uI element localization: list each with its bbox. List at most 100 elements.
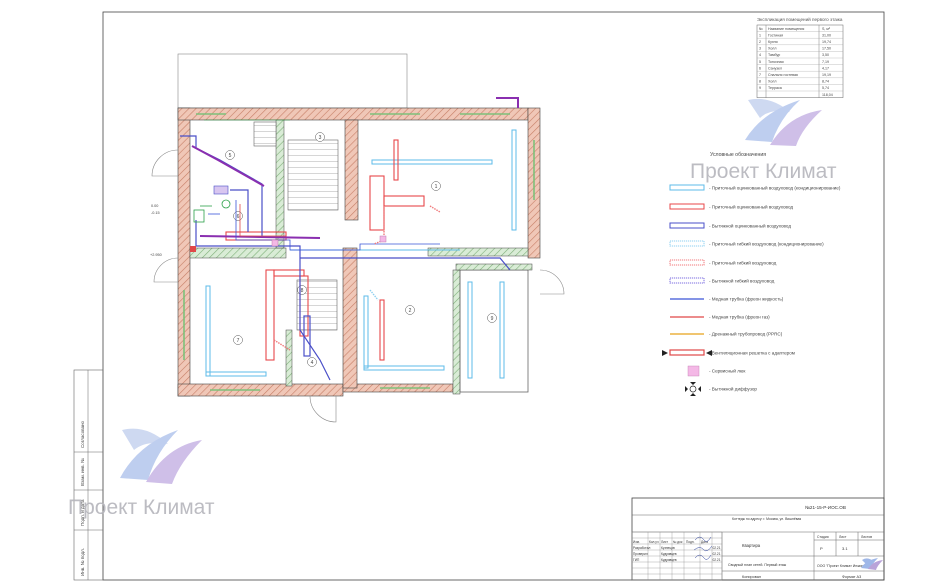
stairs: [287, 139, 339, 211]
room-number-marker: [487, 313, 497, 323]
room-number-marker: [431, 181, 441, 191]
side-stamp-label: Взам. инв. №: [80, 458, 85, 486]
staff-date: 02.21: [713, 552, 721, 556]
legend-label: - Вытяжной гибкий воздуховод: [709, 278, 775, 284]
door-arc: [151, 149, 179, 177]
room-number: 1: [435, 184, 438, 190]
title-block-header: Дата: [701, 540, 708, 544]
stage-header: Стадия: [817, 535, 829, 539]
legend-symbol-diffuser: [685, 382, 701, 396]
stage-value: 3.1: [842, 546, 848, 551]
explication-header: S, м²: [822, 27, 831, 31]
explication-cell: 7,19: [822, 60, 829, 64]
side-stamp-label: Инв. № подл.: [80, 548, 85, 576]
room-number: 7: [237, 338, 240, 344]
explication-cell: 5,74: [822, 86, 829, 90]
room-number: 9: [491, 316, 494, 322]
explication-title: Экспликация помещений первого этажа: [757, 16, 843, 22]
explication-cell: 3,50: [822, 53, 829, 57]
room-number-marker: [233, 335, 243, 345]
staff-name: Кудрявцев: [661, 552, 677, 556]
watermark-bottom: Проект Климат: [68, 428, 215, 519]
side-stamp: Согласовано Взам. инв. № Подп. и дата Ин…: [73, 369, 104, 581]
title-block-header: Кол.уч: [649, 540, 659, 544]
company-name: ООО "Проект Климат Инжиниринг": [817, 564, 875, 568]
explication-cell: 2: [759, 40, 761, 44]
legend-label: - Приточный оцинкованный воздуховод (кон…: [709, 185, 841, 191]
watermark-logo-icon: [745, 98, 822, 146]
room-number-marker: [405, 305, 415, 315]
room-number: 6: [237, 214, 240, 220]
legend-symbol-hatch: [687, 365, 700, 377]
staff-name: Кудрявцев: [661, 558, 677, 562]
explication-cell: 19,19: [822, 73, 831, 77]
explication-cell: 17,50: [822, 47, 831, 51]
explication-cell: Топочная: [768, 60, 784, 64]
object-name: Коттедж по адресу: г. Москва, ул. Вишнёв…: [732, 517, 801, 521]
legend-symbol-flex: [669, 259, 705, 266]
sheet-frame: [102, 11, 885, 581]
room-number: 2: [409, 308, 412, 314]
legend-label: - Вентиляционная решетка с адаптером: [709, 351, 795, 356]
watermark-top: Проект Климат: [690, 98, 837, 183]
floor-plan: 1 2 3 4 5 6 7 8 9: [150, 53, 565, 423]
explication-cell: 3: [759, 47, 761, 51]
room-number-marker: [307, 357, 317, 367]
explication-cell: 8,74: [822, 80, 829, 84]
company-logo-icon: [861, 558, 883, 570]
staff-date: 02.21: [713, 558, 721, 562]
stage-header: Листов: [861, 535, 872, 539]
legend-label: - Вытяжной диффузор: [709, 386, 757, 392]
explication-cell: Холл: [768, 47, 776, 51]
legend-label: - Приточный оцинкованный воздуховод: [709, 204, 793, 210]
explication-cell: 5: [759, 60, 761, 64]
staff-name: Кузнецов: [661, 546, 675, 550]
title-block: №21-15-Р-ИОС.ОВ Коттедж по адресу: г. Мо…: [631, 497, 885, 581]
legend-symbol-duct: [669, 203, 705, 210]
legend-label: - Вытяжной оцинкованный воздуховод: [709, 223, 791, 229]
title-block-header: Изм.: [633, 540, 640, 544]
explication-cell: 19,74: [822, 40, 831, 44]
explication-cell: Кухня: [768, 40, 778, 44]
signature-icon: [693, 536, 713, 560]
legend: Условные обозначения - Приточный оцинков…: [662, 152, 841, 396]
level-mark: -0.15: [151, 211, 160, 215]
watermark-text: Проект Климат: [68, 496, 215, 519]
room-number: 8: [301, 288, 304, 294]
section-name: Квартира: [742, 543, 761, 548]
room-number: 5: [229, 153, 232, 159]
legend-label: - Приточный гибкий воздуховод: [709, 260, 777, 266]
room-number-marker: [315, 132, 325, 142]
staff-role: Разработал: [633, 546, 650, 550]
legend-symbol-flex: [669, 240, 705, 247]
title-block-header: Подп.: [686, 540, 695, 544]
staff-date: 02.21: [713, 546, 721, 550]
stage-value: Р: [820, 546, 823, 551]
explication-header: №: [759, 27, 763, 31]
stage-header: Лист: [839, 535, 847, 539]
legend-label: - Приточный гибкий воздуховод (кондицион…: [709, 241, 824, 247]
legend-symbol-duct: [669, 222, 705, 229]
legend-symbol-grille: [662, 349, 712, 356]
explication-cell: 31,00: [822, 33, 831, 37]
watermark-text: Проект Климат: [690, 160, 837, 183]
explication-cell: Гостиная: [768, 33, 783, 37]
explication-cell: Терраса: [768, 86, 782, 90]
staff-role: Проверил: [633, 552, 648, 556]
explication-cell: 8: [759, 80, 761, 84]
explication-cell: Тамбур: [768, 53, 780, 57]
room-number-marker: [225, 150, 235, 160]
sheet-name: Сводный план сетей. Первый этаж: [728, 563, 787, 567]
copied-label: Копировал: [742, 575, 761, 579]
room-number: 4: [311, 360, 314, 366]
explication-cell: 7: [759, 73, 761, 77]
room-number: 3: [319, 135, 322, 141]
title-block-header: № док: [673, 540, 683, 544]
legend-title: Условные обозначения: [710, 152, 766, 158]
explication-cell: 118,04: [822, 93, 833, 97]
legend-label: - Медная трубка (фреон жидкость): [709, 297, 784, 302]
explication-cell: Холл: [768, 80, 776, 84]
explication-cell: Спальня гостевая: [768, 73, 798, 77]
